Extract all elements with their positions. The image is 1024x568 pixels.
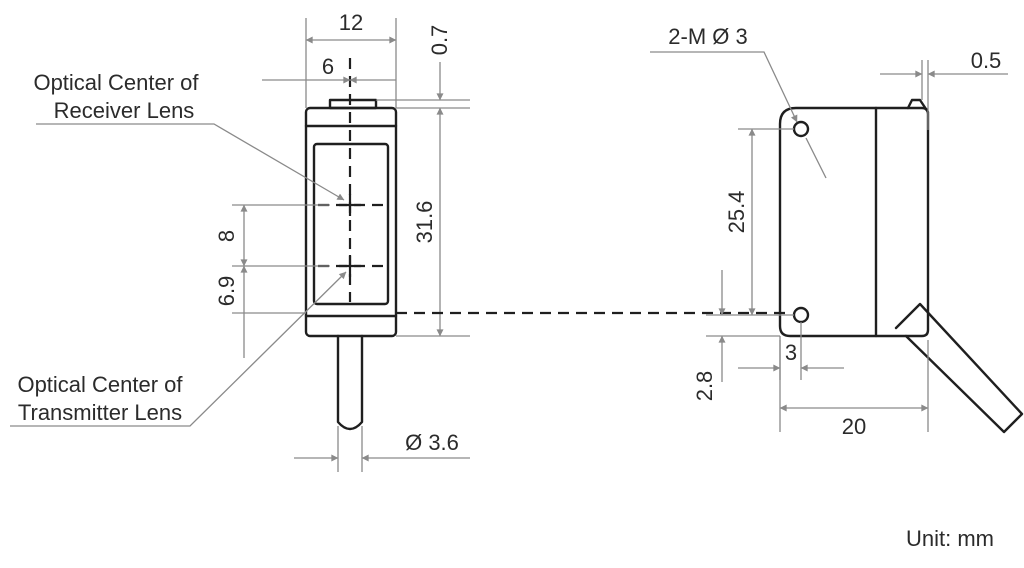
hole-leader-tail bbox=[805, 137, 827, 179]
hole-spec-label: 2-M Ø 3 bbox=[668, 24, 747, 49]
dim-8-label: 8 bbox=[214, 230, 239, 242]
dim-3-label: 3 bbox=[785, 340, 797, 365]
dim-07-label: 0.7 bbox=[427, 25, 452, 56]
dim-28-label: 2.8 bbox=[692, 371, 717, 402]
transmitter-label-line1: Optical Center of bbox=[17, 372, 183, 397]
unit-label: Unit: mm bbox=[906, 526, 994, 551]
cable-diameter-label: Ø 3.6 bbox=[405, 430, 459, 455]
side-dimensions bbox=[650, 51, 1008, 432]
annotations: 12 6 0.7 31.6 8 6.9 Optical Center of Re… bbox=[17, 10, 1001, 551]
front-view bbox=[304, 58, 398, 431]
front-dimensions bbox=[10, 18, 470, 472]
transmitter-leader bbox=[10, 271, 347, 427]
side-top-tab bbox=[906, 98, 930, 114]
side-view bbox=[778, 98, 1024, 434]
transmitter-label-line2: Transmitter Lens bbox=[18, 400, 182, 425]
dim-69-label: 6.9 bbox=[214, 276, 239, 307]
receiver-leader bbox=[36, 123, 345, 201]
side-body bbox=[778, 106, 930, 338]
mount-hole-top bbox=[792, 120, 810, 138]
dim-316-label: 31.6 bbox=[412, 201, 437, 244]
hole-leader bbox=[650, 51, 798, 123]
front-body bbox=[304, 106, 398, 338]
front-cable bbox=[336, 334, 364, 431]
mount-hole-bottom bbox=[792, 306, 810, 324]
dim-6-label: 6 bbox=[322, 54, 334, 79]
dim-05-label: 0.5 bbox=[971, 48, 1002, 73]
receiver-label-line2: Receiver Lens bbox=[54, 98, 195, 123]
dim-12-label: 12 bbox=[339, 10, 363, 35]
side-cable bbox=[894, 302, 1024, 434]
lens-window bbox=[312, 142, 390, 306]
dim-254-label: 25.4 bbox=[724, 191, 749, 234]
dim-20-label: 20 bbox=[842, 414, 866, 439]
receiver-label-line1: Optical Center of bbox=[33, 70, 199, 95]
